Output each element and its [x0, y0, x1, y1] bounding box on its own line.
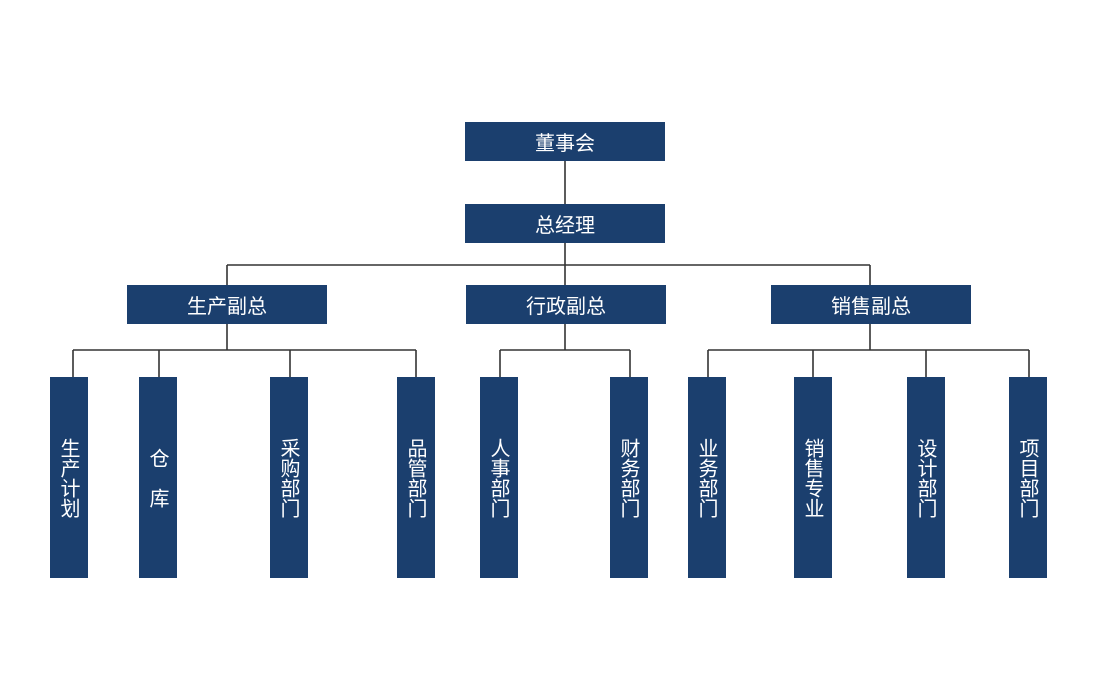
node-dept-project: 项目部门	[1009, 377, 1047, 578]
node-dept-warehouse: 仓 库	[139, 377, 177, 578]
dept-label: 项目部门	[1016, 437, 1040, 518]
node-vp-production-label: 生产副总	[187, 294, 267, 318]
dept-label: 仓 库	[146, 447, 170, 508]
node-vp-admin: 行政副总	[466, 285, 666, 324]
node-dept-hr: 人事部门	[480, 377, 518, 578]
node-board: 董事会	[465, 122, 665, 161]
node-dept-finance: 财务部门	[610, 377, 648, 578]
node-vp-production: 生产副总	[127, 285, 327, 324]
dept-label: 人事部门	[487, 437, 511, 518]
dept-label: 财务部门	[617, 437, 641, 518]
dept-label: 业务部门	[695, 437, 719, 518]
node-general-manager: 总经理	[465, 204, 665, 243]
node-dept-quality: 品管部门	[397, 377, 435, 578]
node-dept-business: 业务部门	[688, 377, 726, 578]
node-dept-production-planning: 生产计划	[50, 377, 88, 578]
node-board-label: 董事会	[535, 131, 595, 155]
dept-label: 销售专业	[801, 437, 825, 518]
dept-label: 生产计划	[57, 437, 81, 518]
dept-label: 品管部门	[404, 437, 428, 518]
node-general-manager-label: 总经理	[535, 213, 595, 237]
node-vp-sales-label: 销售副总	[831, 294, 911, 318]
node-dept-sales-specialist: 销售专业	[794, 377, 832, 578]
node-dept-design: 设计部门	[907, 377, 945, 578]
node-vp-admin-label: 行政副总	[526, 294, 606, 318]
node-vp-sales: 销售副总	[771, 285, 971, 324]
dept-label: 设计部门	[914, 437, 938, 518]
dept-label: 采购部门	[277, 437, 301, 518]
node-dept-purchasing: 采购部门	[270, 377, 308, 578]
